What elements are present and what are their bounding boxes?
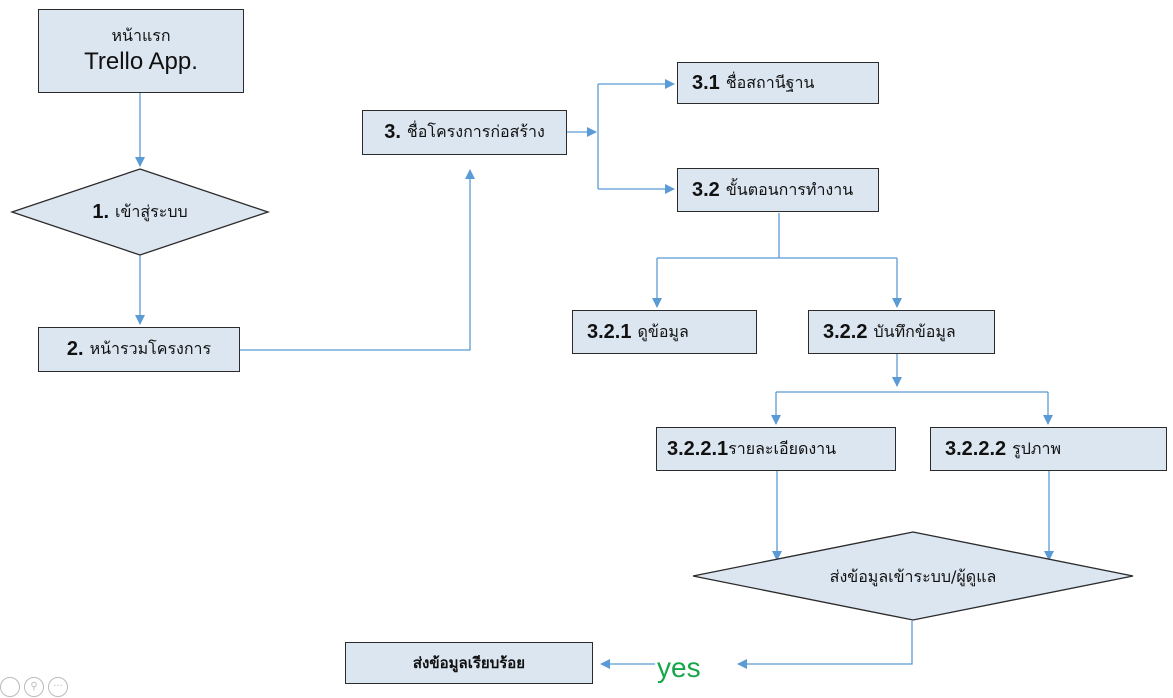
site-name-node: 3.1 ชื่อสถานีฐาน <box>677 62 879 104</box>
projects-label: หน้ารวมโครงการ <box>89 339 212 358</box>
send-system-node: ส่งข้อมูลเข้าระบบ/ผู้ดูแล <box>783 563 1043 591</box>
edge-projects-project <box>240 169 475 351</box>
steps-label: ขั้นตอนการทำงาน <box>725 179 854 199</box>
send-system-label: ส่งข้อมูลเข้าระบบ/ผู้ดูแล <box>829 566 997 586</box>
steps-number: 3.2 <box>692 178 720 201</box>
send-diamond <box>692 531 1134 621</box>
login-node: 1. เข้าสู่ระบบ <box>40 196 240 228</box>
project-name-label: ชื่อโครงการก่อสร้าง <box>406 122 545 141</box>
login-number: 1. <box>92 200 110 223</box>
project-name-number: 3. <box>384 121 401 143</box>
login-diamond <box>9 168 271 256</box>
projects-node: 2. หน้ารวมโครงการ <box>38 327 240 372</box>
record-data-number: 3.2.2 <box>823 320 868 343</box>
images-number: 3.2.2.2 <box>945 437 1007 460</box>
home-title: Trello App. <box>84 48 198 75</box>
images-label: รูปภาพ <box>1012 438 1061 458</box>
work-detail-label: รายละเอียดงาน <box>728 438 837 458</box>
home-subtitle: หน้าแรก <box>111 26 171 45</box>
circle-icon <box>0 677 20 697</box>
view-data-number: 3.2.1 <box>587 320 632 343</box>
view-data-label: ดูข้อมูล <box>637 321 689 341</box>
steps-node: 3.2 ขั้นตอนการทำงาน <box>677 168 879 212</box>
login-label: เข้าสู่ระบบ <box>115 201 188 221</box>
more-icon: ··· <box>48 677 68 697</box>
project-name-node: 3. ชื่อโครงการก่อสร้าง <box>362 110 567 155</box>
sent-done-node: ส่งข้อมูลเรียบร้อย <box>345 642 593 684</box>
projects-number: 2. <box>66 338 84 360</box>
images-node: 3.2.2.2 รูปภาพ <box>930 427 1167 471</box>
site-name-label: ชื่อสถานีฐาน <box>725 72 815 92</box>
yes-label: yes <box>657 652 701 683</box>
view-data-node: 3.2.1 ดูข้อมูล <box>572 310 757 354</box>
sent-done-label: ส่งข้อมูลเรียบร้อย <box>412 654 526 672</box>
site-name-number: 3.1 <box>692 71 720 94</box>
record-data-label: บันทึกข้อมูล <box>873 321 956 341</box>
edge-send-yes <box>737 621 913 669</box>
search-icon: ⚲ <box>24 677 44 697</box>
work-detail-node: 3.2.2.1 รายละเอียดงาน <box>656 427 896 471</box>
watermark-icons: ⚲ ··· <box>0 677 68 697</box>
record-data-node: 3.2.2 บันทึกข้อมูล <box>808 310 995 354</box>
work-detail-number: 3.2.2.1 <box>667 437 729 460</box>
home-node: หน้าแรก Trello App. <box>38 9 244 93</box>
